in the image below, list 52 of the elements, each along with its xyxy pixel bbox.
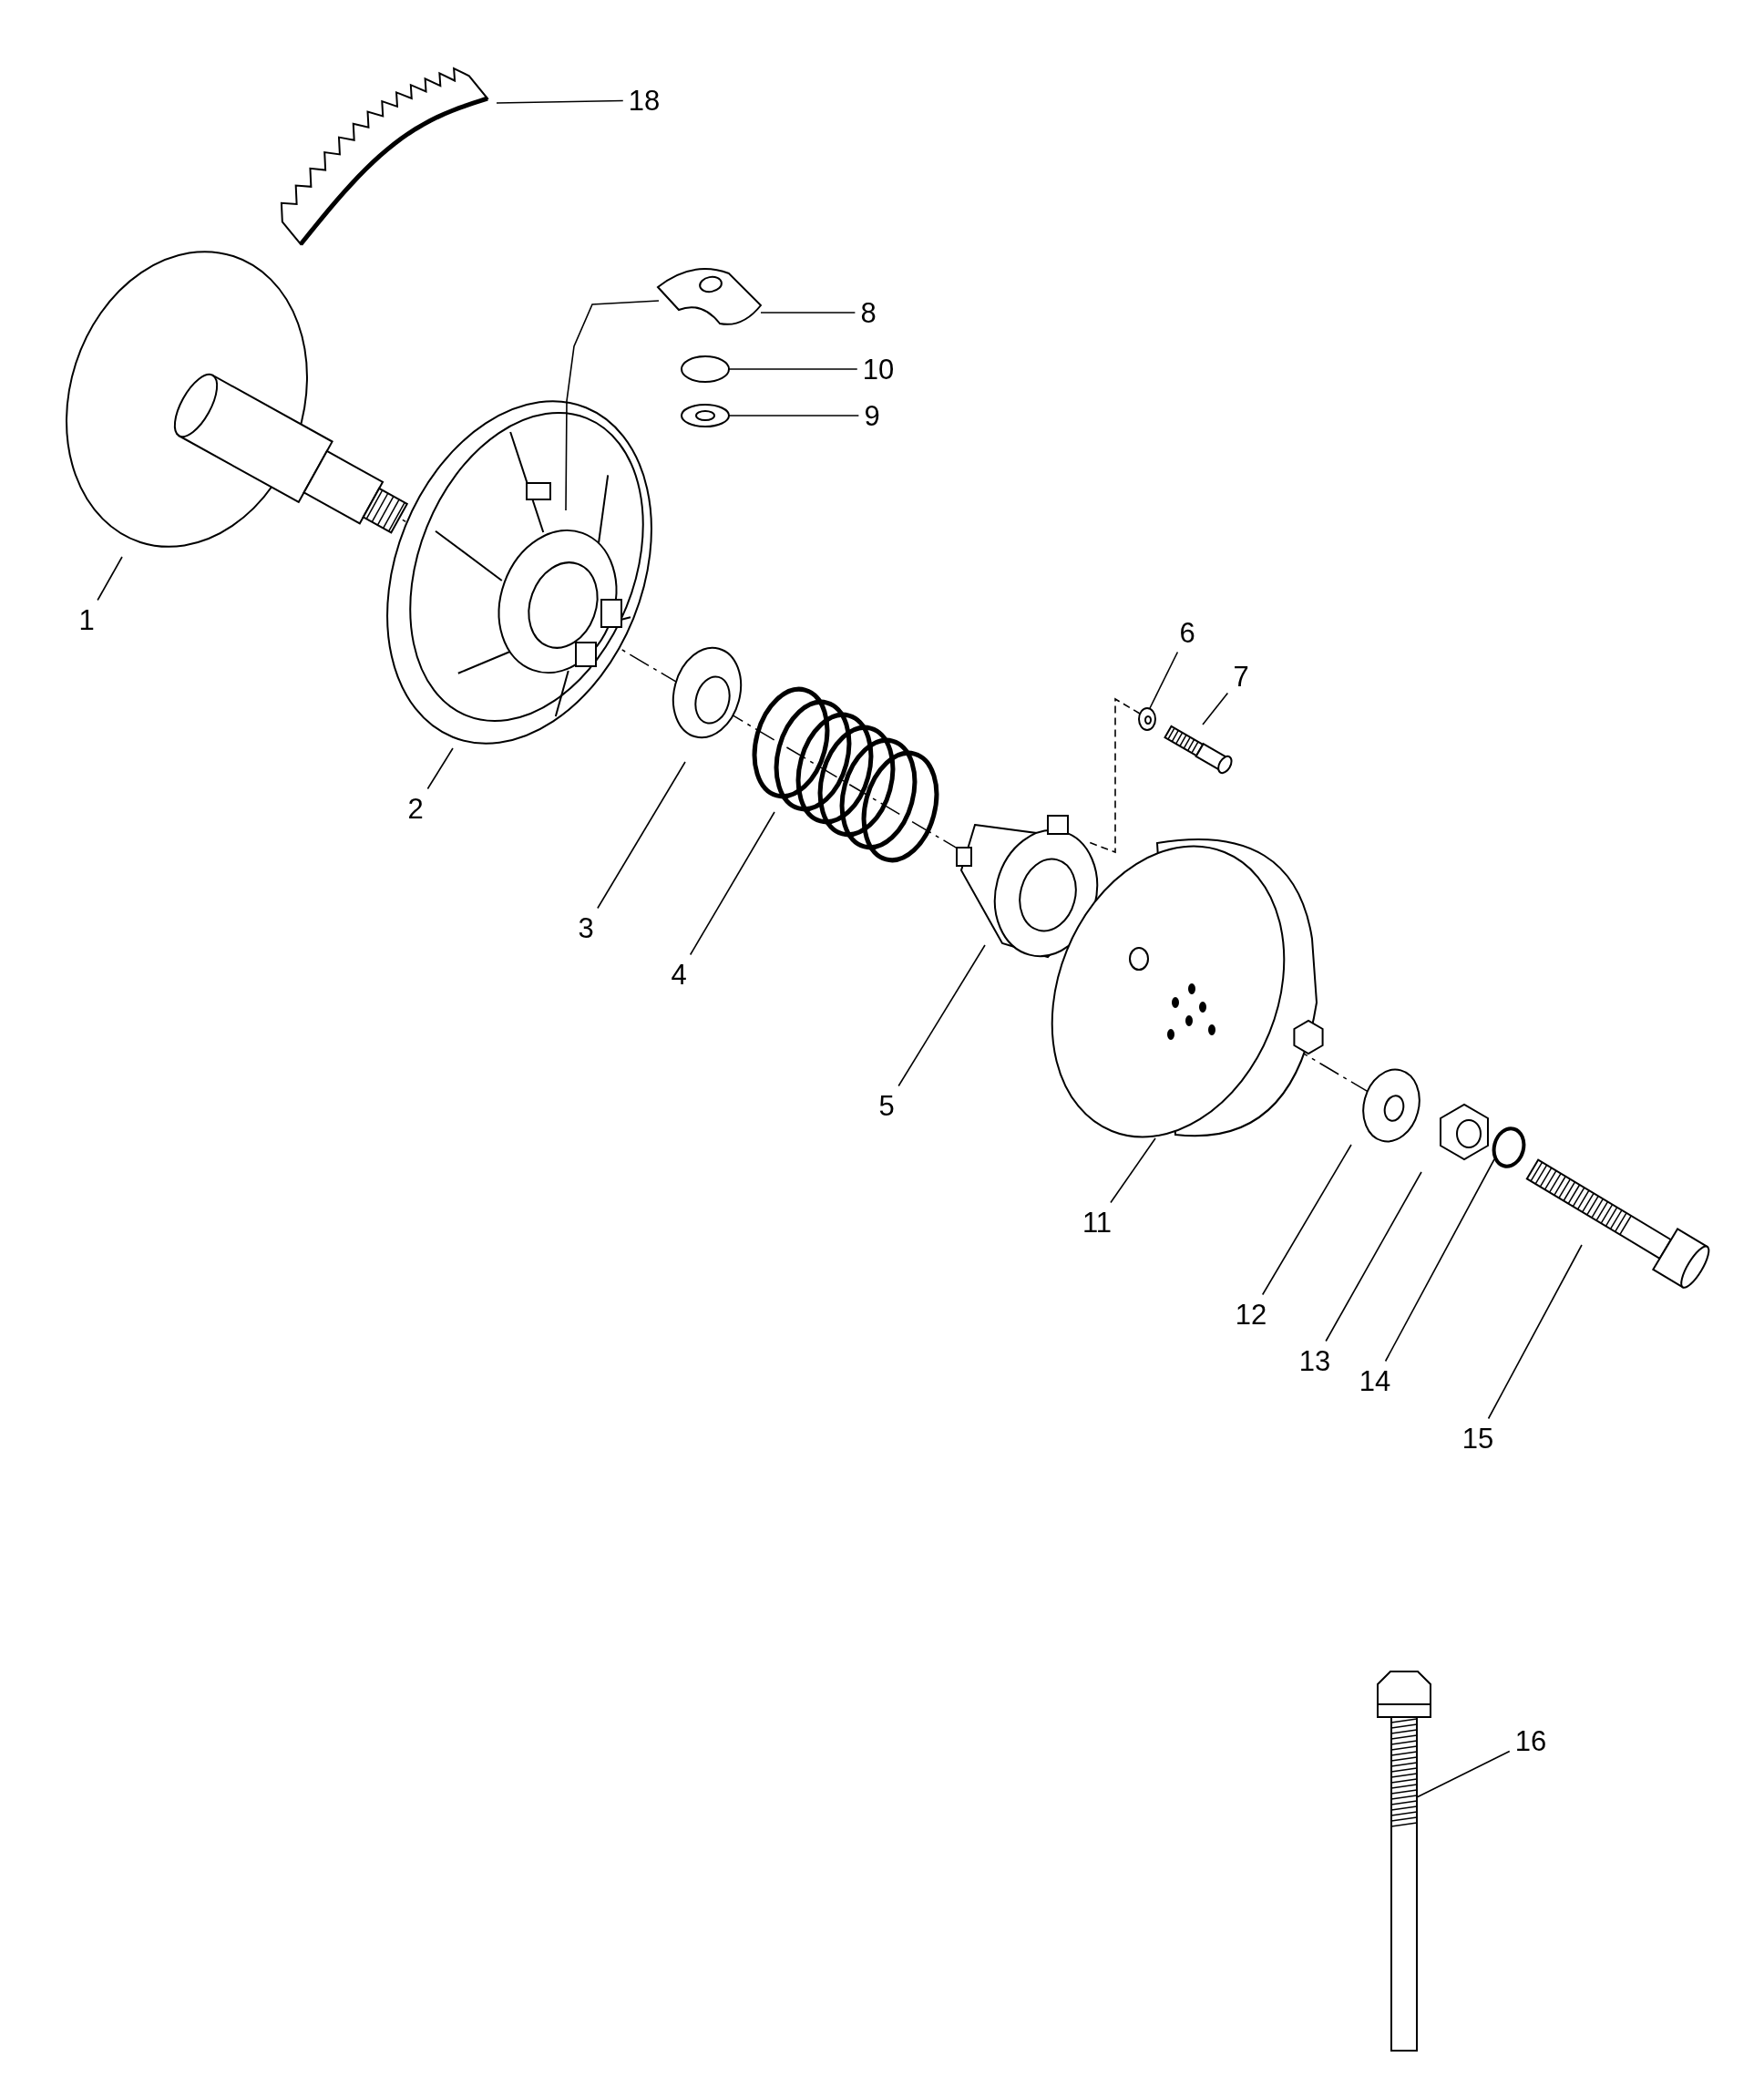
leader-line (1149, 651, 1179, 709)
leader-line (1202, 692, 1229, 725)
leader-line (728, 415, 860, 417)
callout-number: 3 (578, 913, 594, 942)
leader-line (689, 811, 775, 956)
leader-line (1416, 1750, 1511, 1798)
leader-line (496, 99, 624, 104)
leader-line (1487, 1244, 1583, 1420)
callout-number: 11 (1082, 1208, 1113, 1237)
leader-line (897, 944, 986, 1087)
leader-line (1384, 1158, 1495, 1363)
ring-washer-drawing (1492, 1126, 1526, 1168)
callout-number: 14 (1359, 1366, 1391, 1395)
callout-number: 8 (860, 298, 877, 327)
spring-drawing (752, 686, 939, 863)
bracket-drawing (657, 268, 762, 325)
leader-line (1325, 1171, 1422, 1342)
leader-line (1110, 1137, 1156, 1204)
sheave-drawing (66, 251, 409, 548)
callout-number: 9 (864, 401, 880, 430)
drive-belt-drawing (280, 67, 489, 246)
callout-number: 7 (1233, 662, 1249, 691)
small-washer-drawing (1138, 707, 1156, 731)
leader-line (97, 556, 123, 602)
leader-line (597, 761, 686, 910)
callout-number: 16 (1514, 1726, 1547, 1755)
washer-drawing (681, 404, 730, 427)
callout-number: 1 (78, 605, 95, 634)
callout-number: 4 (671, 960, 687, 989)
pulley-plate-drawing (386, 400, 652, 745)
assembly-line (565, 300, 660, 511)
disc-drawing (681, 355, 730, 383)
cover-drawing (1051, 838, 1324, 1138)
leader-line (426, 747, 454, 790)
callout-number: 15 (1461, 1424, 1494, 1453)
callout-number: 12 (1235, 1300, 1267, 1329)
screw-drawing (1164, 725, 1233, 775)
bolt-drawing (1377, 1671, 1431, 2052)
callout-number: 5 (878, 1091, 895, 1120)
leader-line (760, 312, 856, 314)
callout-number: 2 (407, 794, 424, 823)
callout-number: 13 (1298, 1346, 1331, 1375)
callout-number: 18 (628, 86, 661, 115)
washer-drawing (1362, 1068, 1420, 1143)
leader-line (1261, 1144, 1352, 1296)
leader-line (728, 368, 858, 370)
callout-number: 10 (862, 355, 895, 384)
washer-drawing (672, 646, 743, 739)
nut-drawing (1440, 1103, 1489, 1161)
collar-drawing (956, 815, 1098, 959)
bolt-drawing (1525, 1158, 1710, 1289)
callout-number: 6 (1179, 618, 1195, 647)
